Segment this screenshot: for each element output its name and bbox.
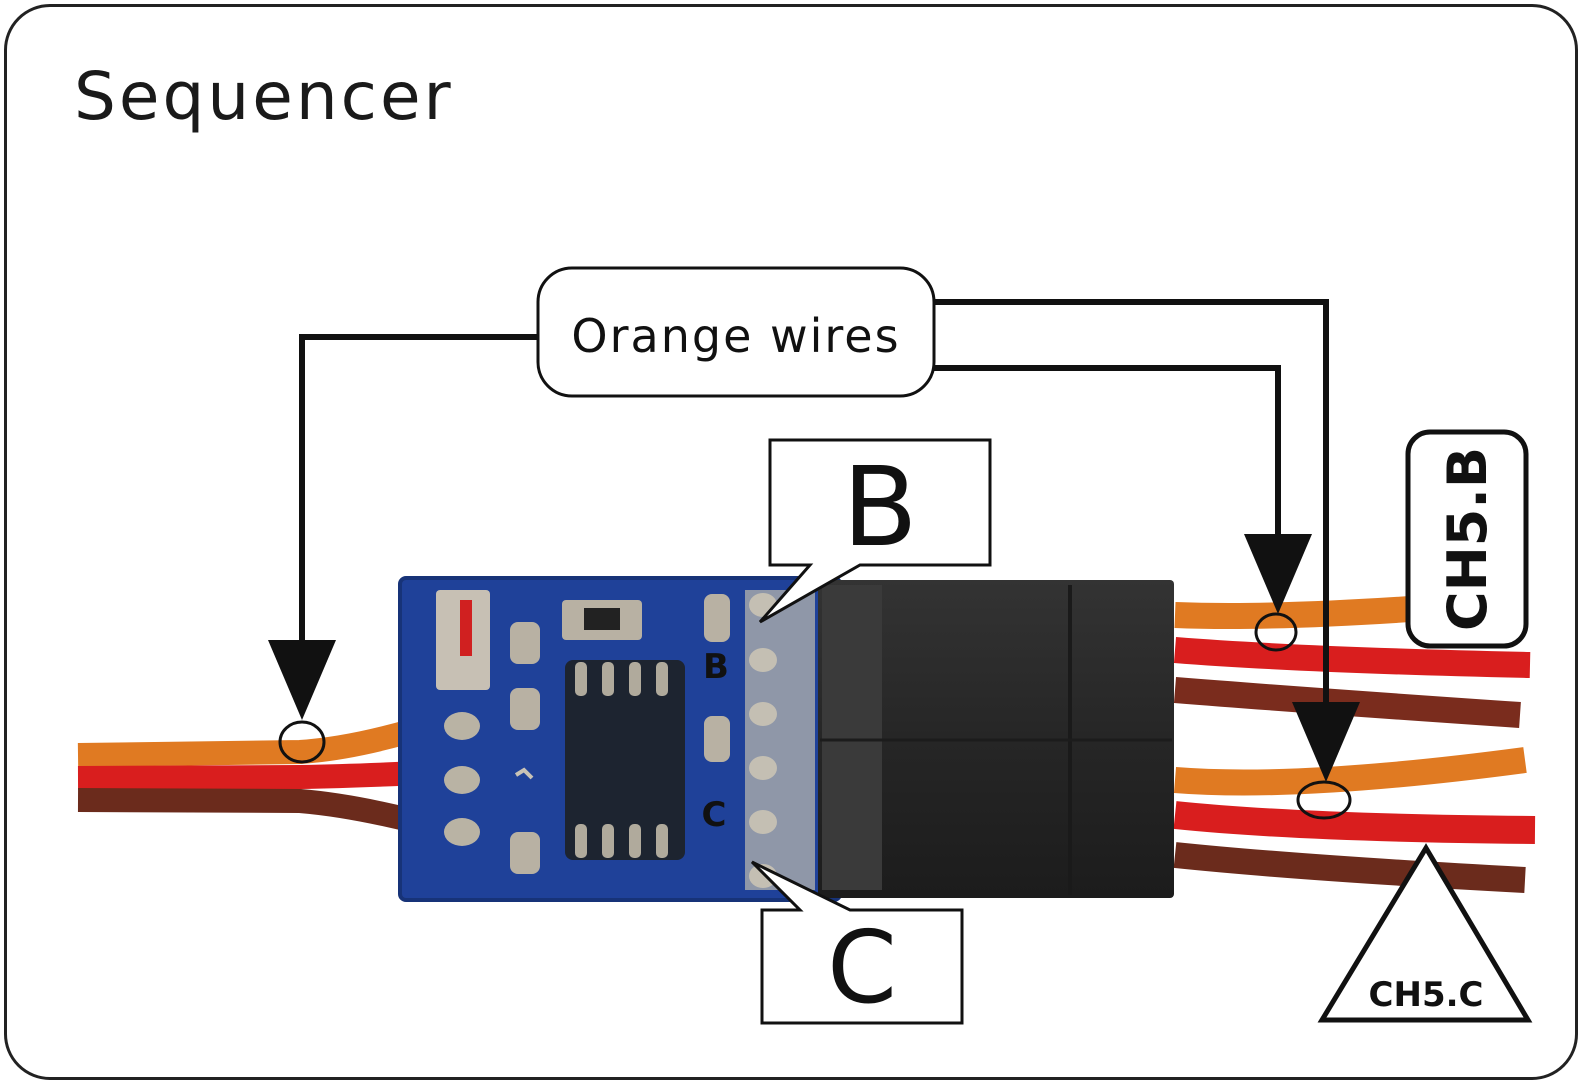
ch5b-label: CH5.B	[1436, 447, 1499, 631]
arrow-to-ch5c-orange	[1292, 702, 1360, 782]
pcb-label-c: C	[702, 795, 727, 835]
marker-input-orange	[278, 720, 326, 764]
callout-b-label: B	[842, 443, 917, 571]
input-cable	[77, 710, 444, 840]
callout-b: B	[758, 438, 992, 624]
arrowheads	[268, 534, 1360, 782]
arrow-to-ch5b-orange	[1244, 534, 1312, 614]
output-cable-c	[1173, 747, 1536, 893]
ch5c-tag: CH5.C	[1317, 843, 1533, 1023]
arrow-to-input-orange	[268, 640, 336, 720]
servo-connector	[818, 580, 1174, 898]
pcb-label-b: B	[703, 647, 729, 687]
marker-ch5c-orange	[1296, 780, 1352, 820]
marker-ch5b-orange	[1254, 612, 1298, 652]
callout-c: C	[750, 860, 964, 1026]
diagram-title: Sequencer	[74, 58, 454, 135]
leader-lines	[299, 299, 1329, 720]
pcb-board	[398, 576, 842, 902]
ch5b-tag: CH5.B	[1405, 429, 1529, 649]
orange-wires-callout: Orange wires	[536, 266, 936, 398]
ch5c-label: CH5.C	[1369, 975, 1484, 1015]
orange-wires-label: Orange wires	[571, 309, 900, 363]
callout-c-label: C	[827, 909, 897, 1026]
